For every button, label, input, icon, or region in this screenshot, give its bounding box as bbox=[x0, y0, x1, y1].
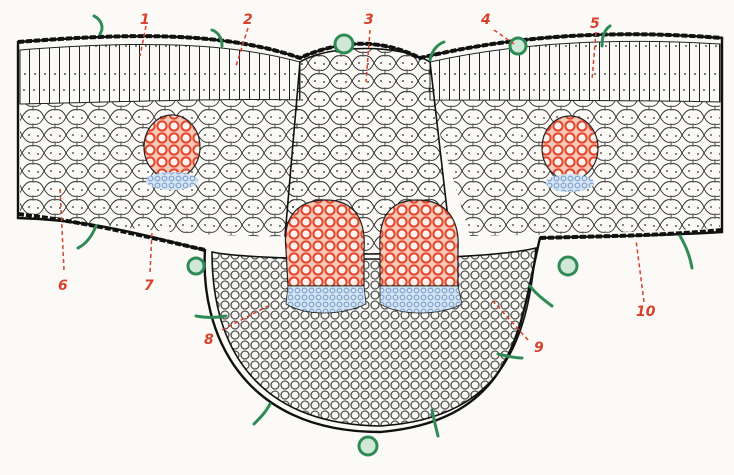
trichome bbox=[78, 226, 96, 248]
label-6: 6 bbox=[58, 278, 68, 294]
label-4: 4 bbox=[480, 12, 491, 28]
minor-bundle-right-xylem bbox=[542, 116, 598, 180]
label-5: 5 bbox=[590, 16, 600, 32]
trichome bbox=[680, 236, 692, 268]
label-7: 7 bbox=[144, 278, 154, 294]
midrib-base bbox=[212, 248, 536, 426]
leader-line bbox=[636, 240, 644, 302]
label-3: 3 bbox=[364, 12, 374, 28]
trichome bbox=[196, 316, 226, 318]
minor-bundle-left-xylem bbox=[144, 115, 200, 179]
major-bundle-right-phloem bbox=[380, 286, 462, 313]
glandular-trichome bbox=[335, 35, 353, 53]
major-bundle-left-phloem bbox=[286, 286, 366, 313]
minor-bundle-right-phloem bbox=[546, 174, 594, 192]
glandular-trichome bbox=[188, 258, 204, 274]
label-10: 10 bbox=[636, 304, 656, 320]
glandular-trichome bbox=[510, 38, 526, 54]
palisade-layer-left bbox=[20, 44, 300, 104]
glandular-trichome bbox=[559, 257, 577, 275]
label-9: 9 bbox=[534, 340, 544, 356]
minor-bundle-left-phloem bbox=[146, 172, 198, 190]
glandular-trichome bbox=[359, 437, 377, 455]
label-2: 2 bbox=[243, 12, 253, 28]
major-bundle-left-xylem bbox=[285, 200, 364, 286]
trichome bbox=[254, 404, 270, 424]
trichome bbox=[530, 286, 552, 306]
trichome bbox=[94, 16, 102, 34]
major-bundle-right-xylem bbox=[380, 200, 458, 286]
label-8: 8 bbox=[204, 332, 214, 348]
label-1: 1 bbox=[140, 12, 150, 28]
